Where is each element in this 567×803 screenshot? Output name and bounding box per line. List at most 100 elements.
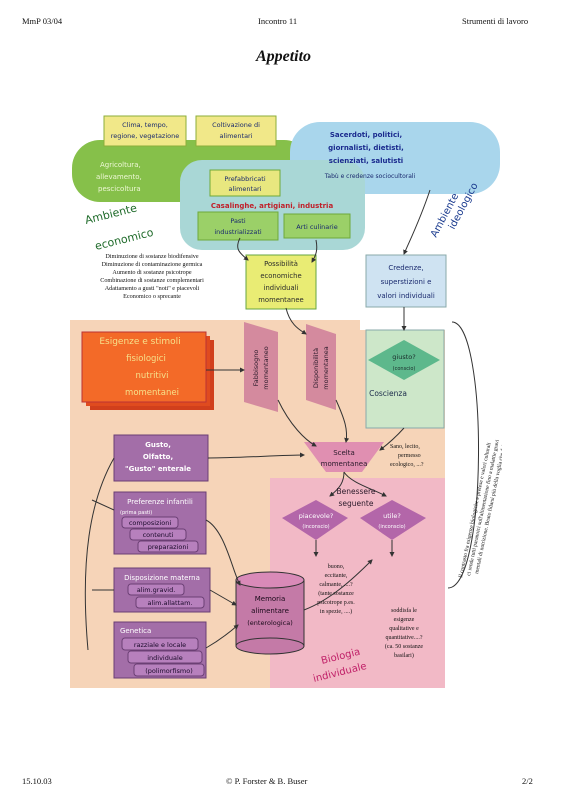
scelta-label-2: momentanea [321,460,368,468]
buono-6: in spezie, ....) [320,608,352,615]
soddisfa-2: esigenze [394,617,415,623]
soddisfa-6: basilari) [394,652,414,659]
casalinghe-label: Casalinghe, artigiani, industria [211,202,334,210]
preferenze-label: Preferenze infantili [127,498,193,506]
soddisfa-1: soddisfa le [391,607,417,614]
genetica-tag3 [133,663,205,677]
sacerdoti-label-2: giornalisti, dietisti, [328,144,404,152]
fabbisogno-shape [244,322,278,412]
coscienza-label: Coscienza [369,389,407,398]
economico-item-5: Adattamento a gusti "noti" e piacevoli [105,285,200,292]
arti-label: Arti culinarie [296,223,337,231]
sano-label-3: ecologico, ...? [390,462,424,468]
appetite-diagram: Clima, tempo, regione, vegetazione Colti… [66,110,502,688]
pasti-box [197,211,279,241]
agricoltura-label-3: pescicoltura [98,185,141,193]
buono-3: calmante, ....? [319,582,353,588]
disponibilita-label-2: momentanea [322,346,330,389]
utile-inconscio: (inconscio) [378,524,405,530]
connector-arrows [205,189,431,649]
sano-label-2: permesso [398,453,421,459]
preferenze-item-4: preparazioni [148,543,189,551]
scelta-funnel [304,442,384,472]
header-right: Strumenti di lavoro [462,16,529,26]
giusto-label: giusto? [392,353,415,361]
possibilita-label-1: Possibilità [264,260,298,268]
economico-item-1: Diminuzione di sostanze biodifensive [105,253,199,260]
genetica-tag1 [121,637,199,651]
prefabbricati-label-2: alimentari [228,185,261,193]
gusto-label-3: "Gusto" enterale [125,465,191,473]
possibilita-label-2: economiche [260,272,301,280]
clima-box [103,115,187,147]
disponibilita-shape [306,324,336,410]
fabbisogno-label-2: momentaneo [262,346,270,389]
benessere-label-1: Benessere [336,487,375,496]
gusto-label-2: Olfatto, [143,453,173,461]
esigenze-label-3: nutritivi [135,371,168,381]
credenze-label-2: superstizioni e [381,278,432,286]
preferenze-item-1: (prima pasti) [120,510,152,516]
genetica-item-1: razziale e locale [134,641,186,649]
conscio-label: (conscio) [393,366,416,372]
buono-2: eccitante, [325,573,348,579]
gusto-label-1: Gusto, [145,441,171,449]
alim-gravid-tag [127,583,185,596]
scelta-label-1: Scelta [333,449,355,457]
memoria-cylinder-bottom [235,637,305,655]
sacerdoti-label-1: Sacerdoti, politici, [330,131,402,139]
buono-4: (tante sostanze [318,590,354,597]
clima-label-2: regione, vegetazione [111,132,180,140]
footer-left: 15.10.03 [22,776,52,786]
economico-item-2: Diminuzione di contaminazione germica [102,261,203,268]
memoria-cylinder-body [235,579,305,647]
memoria-label-2: alimentare [251,607,289,615]
esigenze-label-4: momentanei [125,388,179,398]
economico-item-3: Aumento di sostanze psicotrope [112,269,191,276]
esigenze-box [81,331,207,403]
esigenze-label-1: Esigenze e stimoli [99,337,180,347]
genetica-item-2: individuale [147,654,183,662]
header-center: Incontro 11 [258,16,298,26]
soddisfa-3: qualitative e [389,626,419,632]
composizioni-tag [121,516,179,529]
agricoltura-label-1: Agricoltura, [100,161,141,169]
arti-box [283,213,351,239]
disposizione-item-1: alim.gravid. [137,586,176,594]
coltivazione-label-1: Coltivazione di [212,121,260,129]
credenze-label-1: Credenze, [388,264,423,272]
prefabbricati-label-1: Prefabbricati [224,175,265,183]
disposizione-label: Disposizione materna [124,574,200,582]
soddisfa-4: quantitative....? [386,635,423,641]
fabbisogno-label-1: Fabbisogno [252,350,260,387]
genetica-item-3: (polimorfismo) [145,667,193,675]
disposizione-item-2: alim.allattam. [147,599,192,607]
sano-label-1: Sano, lecito, [390,444,420,450]
agricoltura-label-2: allevamento, [96,173,142,181]
clima-label-1: Clima, tempo, [122,121,168,129]
genetica-label: Genetica [120,627,151,635]
sacerdoti-label-3: scienziati, salutisti [329,157,403,165]
pasti-label-1: Pasti [230,217,246,225]
benessere-label-2: seguente [339,499,374,508]
contenuti-tag [129,528,187,541]
esigenze-label-2: fisiologici [126,354,166,364]
possibilita-label-4: momentanee [258,296,303,304]
credenze-label-3: valori individuali [377,292,435,300]
memoria-label-1: Memoria [255,595,286,603]
coltivazione-box [195,115,277,147]
possibilita-box [245,254,317,310]
piacevole-diamond [282,500,348,540]
left-bracket-line [84,457,115,651]
alim-allattam-tag [135,596,205,609]
possibilita-label-3: individuali [264,284,299,292]
right-loop-line [447,321,480,589]
soddisfa-5: (ca. 50 sostanze [385,643,423,650]
preferenze-item-3: contenuti [143,531,174,539]
coltivazione-label-2: alimentari [219,132,252,140]
genetica-tag2 [127,650,203,664]
footer-center: © P. Forster & B. Buser [226,776,308,786]
footer-right: 2/2 [522,776,533,786]
economico-item-4: Combinazione di sostanze complementari [100,277,204,284]
tabu-label: Tabù e credenze sociocultorali [324,173,416,180]
